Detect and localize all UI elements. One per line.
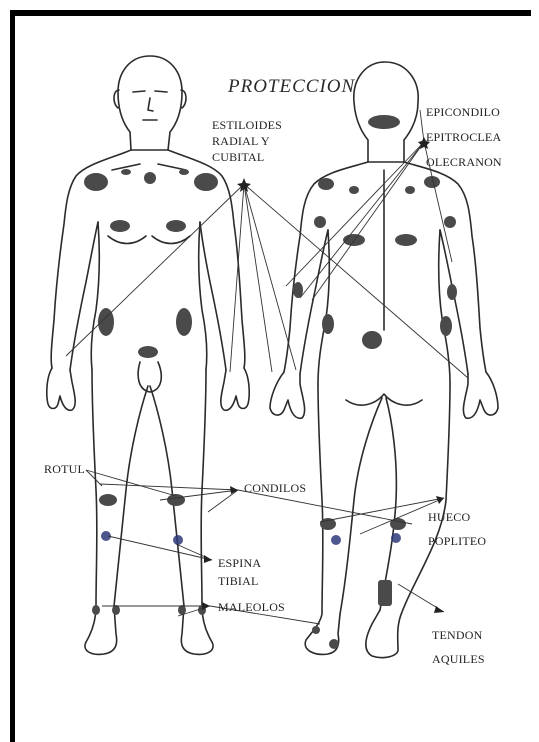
zone-back-shoulder-left bbox=[318, 178, 334, 190]
back-buttocks bbox=[346, 394, 422, 405]
front-waist-left bbox=[91, 222, 99, 370]
back-hand-left bbox=[270, 372, 305, 418]
back-figure bbox=[270, 62, 498, 658]
front-inner-arm-right bbox=[200, 222, 226, 370]
zone-front-pubis bbox=[138, 346, 158, 358]
zone-front-pec-left bbox=[110, 220, 130, 232]
zone-back-heel-left bbox=[329, 639, 339, 649]
label-rotula: ROTUL bbox=[44, 462, 85, 477]
label-estiloides-3: CUBITAL bbox=[212, 150, 264, 165]
line-espina-1 bbox=[108, 536, 212, 560]
arrowhead-hueco bbox=[436, 496, 444, 504]
front-brow-left bbox=[133, 91, 145, 92]
label-hueco: HUECO bbox=[428, 510, 470, 525]
front-hand-right bbox=[221, 368, 249, 410]
zone-front-hip-right bbox=[176, 308, 192, 336]
zone-back-elbow-right bbox=[444, 216, 456, 228]
dot-back-popliteal-left bbox=[331, 535, 341, 545]
arrowhead-maleolos bbox=[202, 602, 210, 610]
back-inner-leg-left bbox=[340, 398, 382, 614]
zone-back-elbow-left bbox=[314, 216, 326, 228]
zone-back-hip-left bbox=[322, 314, 334, 334]
front-leg-left bbox=[85, 370, 117, 654]
back-hand-right bbox=[463, 372, 498, 418]
line-epi-3 bbox=[286, 142, 424, 286]
front-nose bbox=[148, 98, 153, 111]
zone-back-foot-left bbox=[312, 626, 320, 634]
zone-back-occiput bbox=[368, 115, 400, 129]
dot-front-tibia-right bbox=[173, 535, 183, 545]
zone-front-ankle-left-in bbox=[112, 605, 120, 615]
zone-back-scapula-inner-left bbox=[349, 186, 359, 194]
label-condilos: CONDILOS bbox=[244, 481, 306, 496]
back-inner-leg-right bbox=[380, 398, 396, 610]
label-estiloides-2: RADIAL Y bbox=[212, 134, 270, 149]
label-epicondilo: EPICONDILO bbox=[426, 105, 500, 120]
zone-front-clavicle-left bbox=[121, 169, 131, 175]
label-tibial: TIBIAL bbox=[218, 574, 259, 589]
knee-dots bbox=[101, 531, 401, 545]
zone-front-ankle-left bbox=[92, 605, 100, 615]
zone-back-hip-right bbox=[440, 316, 452, 336]
line-estiloides-4 bbox=[244, 184, 296, 370]
back-head bbox=[354, 62, 418, 162]
zone-back-scapula-right bbox=[395, 234, 417, 246]
front-chest bbox=[108, 236, 190, 244]
line-condilos-1 bbox=[100, 484, 238, 490]
zone-back-arm-right bbox=[447, 284, 457, 300]
zone-front-shoulder-left bbox=[84, 173, 108, 191]
label-espina: ESPINA bbox=[218, 556, 261, 571]
label-aquiles: AQUILES bbox=[432, 652, 485, 667]
zone-front-sternum bbox=[144, 172, 156, 184]
zone-front-knee-left bbox=[99, 494, 117, 506]
back-inner-arm-right bbox=[440, 230, 468, 374]
line-epi-4 bbox=[312, 142, 424, 300]
label-popliteo: POPLITEO bbox=[428, 534, 486, 549]
back-torso-right bbox=[404, 162, 486, 372]
zone-front-shoulder-right bbox=[194, 173, 218, 191]
front-clavicle bbox=[112, 164, 186, 170]
front-head bbox=[118, 56, 182, 150]
label-epitroclea: EPITROCLEA bbox=[426, 130, 501, 145]
front-brow-right bbox=[155, 91, 167, 92]
zone-achilles-tendon bbox=[378, 580, 392, 606]
zone-back-sacrum bbox=[362, 331, 382, 349]
front-inner-leg-left bbox=[114, 386, 148, 606]
label-tendon: TENDON bbox=[432, 628, 483, 643]
line-epi-1 bbox=[420, 110, 424, 142]
label-olecranon: OLECRANON bbox=[426, 155, 502, 170]
zone-back-scapula-inner-right bbox=[405, 186, 415, 194]
diagram-title: PROTECCION bbox=[228, 76, 355, 98]
back-inner-arm-left bbox=[300, 230, 328, 374]
label-maleolos: MALEOLOS bbox=[218, 600, 285, 615]
zone-front-clavicle-right bbox=[179, 169, 189, 175]
label-estiloides-1: ESTILOIDES bbox=[212, 118, 282, 133]
dot-back-popliteal-right bbox=[391, 533, 401, 543]
line-estiloides-1 bbox=[66, 184, 244, 356]
line-estiloides-3 bbox=[244, 184, 272, 372]
zone-front-pec-right bbox=[166, 220, 186, 232]
front-hand-left bbox=[47, 368, 75, 410]
